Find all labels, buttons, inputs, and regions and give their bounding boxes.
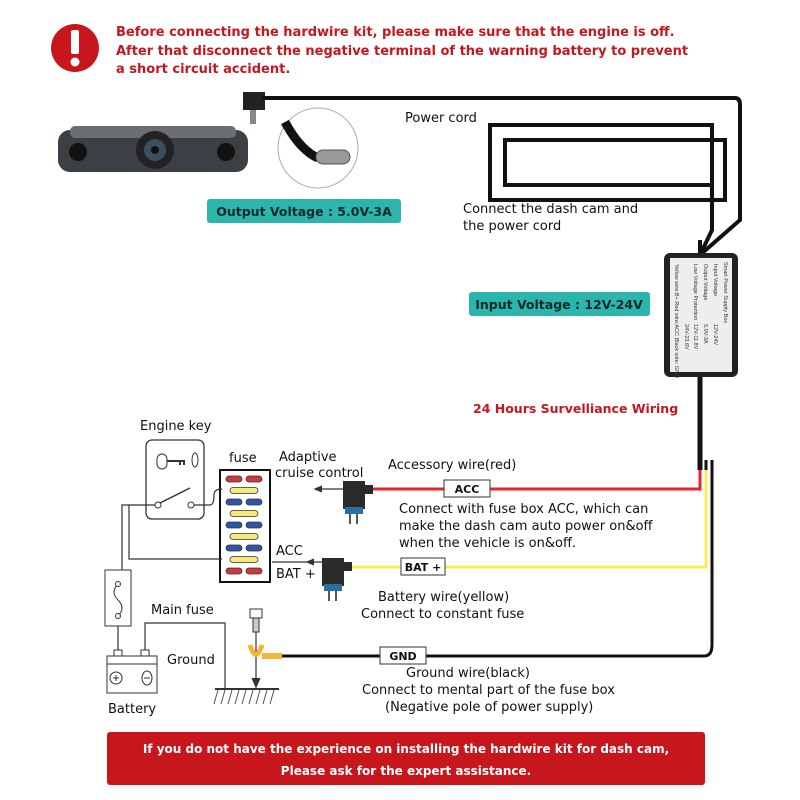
footer-line-2: Please ask for the expert assistance. bbox=[281, 764, 531, 778]
battery bbox=[106, 649, 158, 694]
fuse bbox=[245, 498, 263, 506]
footer-line-1: If you do not have the experience on ins… bbox=[143, 742, 669, 756]
main-fuse bbox=[104, 569, 132, 627]
bat-wire bbox=[348, 470, 708, 569]
acc-desc-3: when the vehicle is on&off. bbox=[399, 536, 576, 551]
box-title: Smart Power Supply Box bbox=[722, 262, 728, 323]
warning-line-2: After that disconnect the negative termi… bbox=[116, 44, 688, 59]
footer-banner bbox=[107, 732, 705, 785]
output-voltage-label: Output Voltage : 5.0V-3A bbox=[216, 204, 392, 219]
gnd-wire-tag bbox=[379, 646, 427, 665]
bat-wire-tag bbox=[400, 557, 446, 576]
battery-label: Battery bbox=[108, 702, 156, 717]
fuse-acc-label: ACC bbox=[276, 544, 303, 559]
engine-key-switch bbox=[145, 439, 205, 520]
box-row-value: 5.0V-3A bbox=[702, 324, 708, 344]
acc-desc-1: Connect with fuse box ACC, which can bbox=[399, 502, 648, 517]
gnd-tag-label: GND bbox=[389, 650, 416, 663]
fuse bbox=[225, 475, 243, 483]
main-fuse-label: Main fuse bbox=[151, 603, 214, 618]
fuse bbox=[229, 533, 259, 540]
ground-symbol bbox=[213, 608, 282, 705]
gnd-wire bbox=[280, 470, 714, 658]
fuse bbox=[245, 475, 263, 483]
power-cord-label: Power cord bbox=[405, 111, 477, 126]
box-row-value: 12V-11.8V bbox=[692, 324, 698, 350]
adaptive-label-1: Adaptive bbox=[279, 450, 337, 465]
gnd-desc-2: Connect to mental part of the fuse box bbox=[362, 683, 615, 698]
fuse bbox=[229, 556, 259, 563]
fuse-bat-label: BAT + bbox=[276, 567, 316, 582]
acc-desc-2: make the dash cam auto power on&off bbox=[399, 519, 654, 534]
fuse bbox=[229, 487, 259, 494]
input-voltage-label: Input Voltage : 12V-24V bbox=[475, 297, 643, 312]
acc-fuse-tap bbox=[343, 481, 373, 524]
usb-c-connector bbox=[243, 92, 359, 189]
ground-label: Ground bbox=[167, 653, 215, 668]
connect-label-2: the power cord bbox=[463, 219, 561, 234]
bat-desc-1: Battery wire(yellow) bbox=[378, 590, 509, 605]
box-row-key: Output Voltage bbox=[702, 264, 708, 300]
box-row-key: Input Voltage bbox=[712, 264, 718, 296]
fuse bbox=[225, 567, 243, 575]
box-footer: Yellow wire:B+ Red wire:ACC Black wire: … bbox=[673, 264, 679, 378]
warning-line-1: Before connecting the hardwire kit, plea… bbox=[116, 25, 675, 40]
fuse bbox=[245, 544, 263, 552]
bat-desc-2: Connect to constant fuse bbox=[361, 607, 524, 622]
surveillance-title: 24 Hours Survelliance Wiring bbox=[473, 401, 678, 416]
fuse-label: fuse bbox=[229, 451, 257, 466]
box-row-value: 12V-24V bbox=[712, 324, 718, 345]
connect-label-1: Connect the dash cam and bbox=[463, 202, 638, 217]
dash-cam-image bbox=[58, 126, 248, 172]
accessory-wire-label: Accessory wire(red) bbox=[388, 458, 516, 473]
smart-power-supply-box: Smart Power Supply Box Input Voltage 12V… bbox=[664, 253, 738, 378]
fuse bbox=[225, 498, 243, 506]
fuse bbox=[245, 567, 263, 575]
bat-fuse-tap bbox=[322, 558, 352, 601]
fuse bbox=[229, 510, 259, 517]
output-voltage-badge bbox=[207, 199, 401, 223]
fuse bbox=[225, 544, 243, 552]
fuse bbox=[245, 521, 263, 529]
acc-wire-tag bbox=[443, 479, 491, 498]
gnd-desc-3: (Negative pole of power supply) bbox=[385, 700, 593, 715]
box-row-value: 24V-23.6V bbox=[683, 324, 689, 350]
fuse bbox=[225, 521, 243, 529]
engine-key-label: Engine key bbox=[140, 419, 212, 434]
adaptive-label-2: cruise control bbox=[275, 466, 363, 481]
input-voltage-badge bbox=[469, 292, 650, 316]
power-cord bbox=[262, 96, 742, 257]
box-row-key: Low Voltage Protection bbox=[692, 264, 698, 320]
bat-tag-label: BAT + bbox=[405, 561, 442, 574]
gnd-desc-1: Ground wire(black) bbox=[406, 666, 530, 681]
warning-icon bbox=[51, 24, 99, 72]
warning-line-3: a short circuit accident. bbox=[116, 62, 290, 77]
acc-tag-label: ACC bbox=[455, 483, 480, 496]
